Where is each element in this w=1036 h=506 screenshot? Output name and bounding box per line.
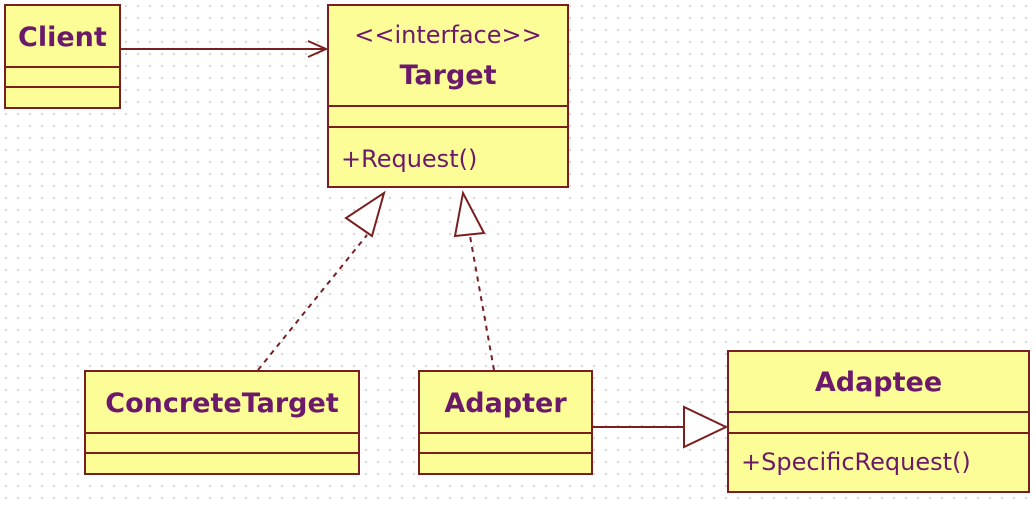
target-methods-divider <box>329 126 567 128</box>
adapter-attributes-divider <box>420 432 591 434</box>
adaptee-attributes-divider <box>729 411 1028 413</box>
target-interface[interactable]: <<interface>> Target +Request() <box>327 4 569 188</box>
adaptee-specificrequest-method: +SpecificRequest() <box>741 448 971 476</box>
client-methods-divider <box>6 86 119 88</box>
concrete-target-attributes-divider <box>86 432 358 434</box>
adapter-class[interactable]: Adapter <box>418 370 593 475</box>
target-attributes-divider <box>329 105 567 107</box>
target-request-method: +Request() <box>341 145 478 173</box>
target-class-name: Target <box>399 60 497 91</box>
concrete-target-class-name: ConcreteTarget <box>105 388 339 419</box>
adaptee-methods-divider <box>729 432 1028 434</box>
adapter-methods-divider <box>420 452 591 454</box>
concrete-target-methods-divider <box>86 452 358 454</box>
generalization-adapter-adaptee <box>593 405 729 449</box>
adaptee-class-name: Adaptee <box>814 367 943 398</box>
client-class[interactable]: Client <box>4 4 121 109</box>
realization-concretetarget-target <box>257 190 386 371</box>
client-class-name: Client <box>18 22 107 53</box>
adapter-class-name: Adapter <box>444 388 567 419</box>
association-client-target <box>121 40 329 58</box>
target-stereotype: <<interface>> <box>354 21 542 49</box>
client-attributes-divider <box>6 66 119 68</box>
realization-adapter-target <box>453 189 495 371</box>
adaptee-class[interactable]: Adaptee +SpecificRequest() <box>727 350 1030 493</box>
concrete-target-class[interactable]: ConcreteTarget <box>84 370 360 475</box>
